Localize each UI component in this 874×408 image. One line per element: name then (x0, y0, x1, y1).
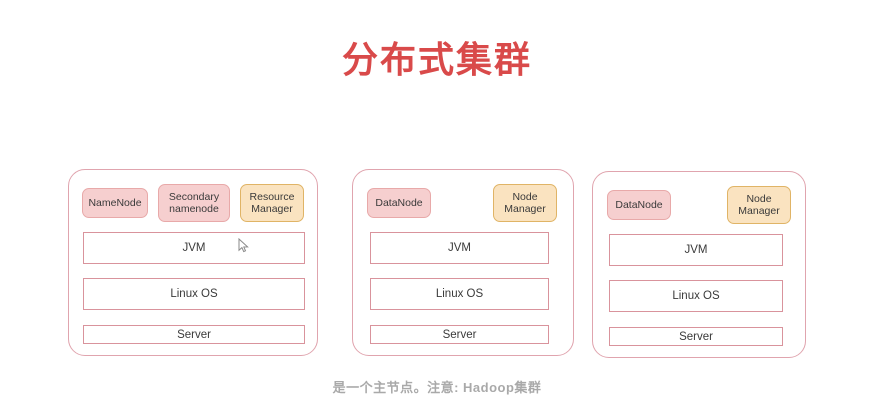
layer-server: Server (83, 325, 305, 344)
service-namenode[interactable]: NameNode (82, 188, 148, 218)
service-row: NameNode Secondary namenode Resource Man… (69, 182, 317, 224)
layer-linux-os: Linux OS (83, 278, 305, 310)
service-datanode[interactable]: DataNode (367, 188, 431, 218)
cluster-box-worker-node-2: DataNode Node Manager JVM Linux OS Serve… (592, 171, 806, 358)
service-node-manager[interactable]: Node Manager (727, 186, 791, 224)
layer-linux-os: Linux OS (370, 278, 549, 310)
service-row: DataNode Node Manager (593, 184, 805, 226)
cluster-box-master-node: NameNode Secondary namenode Resource Man… (68, 169, 318, 356)
caption-text: 是一个主节点。注意: Hadoop集群 (332, 380, 542, 395)
layer-linux-os: Linux OS (609, 280, 783, 312)
service-secondary-namenode[interactable]: Secondary namenode (158, 184, 230, 222)
layer-jvm: JVM (609, 234, 783, 266)
layer-server: Server (370, 325, 549, 344)
page-title: 分布式集群 (341, 39, 532, 80)
service-datanode[interactable]: DataNode (607, 190, 671, 220)
cluster-box-worker-node-1: DataNode Node Manager JVM Linux OS Serve… (352, 169, 574, 356)
layer-jvm: JVM (370, 232, 549, 264)
service-resource-manager[interactable]: Resource Manager (240, 184, 304, 222)
service-row: DataNode Node Manager (353, 182, 573, 224)
layer-server: Server (609, 327, 783, 346)
service-node-manager[interactable]: Node Manager (493, 184, 557, 222)
layer-jvm: JVM (83, 232, 305, 264)
